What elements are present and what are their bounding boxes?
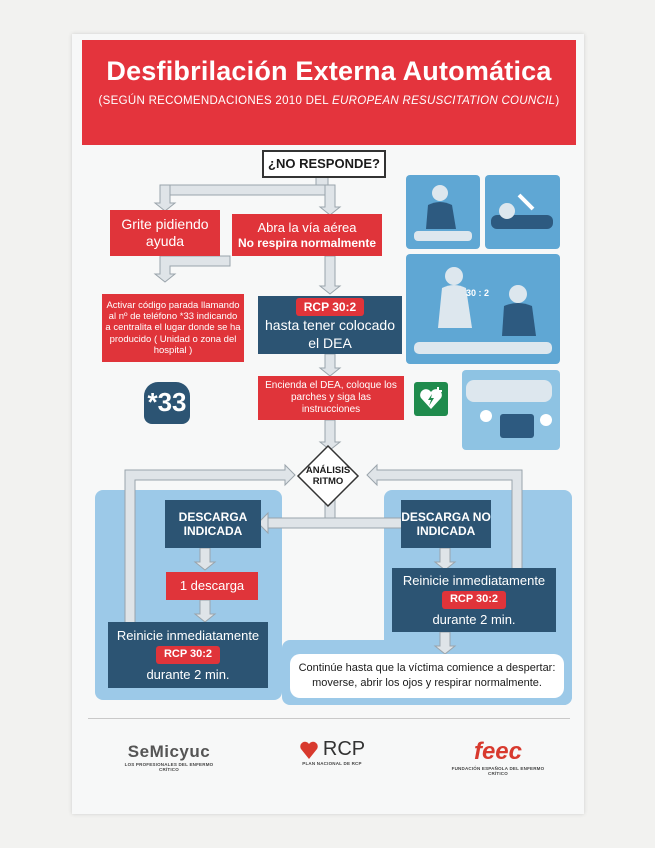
- heart-logo-icon: [299, 739, 319, 761]
- feec-name: feec: [448, 738, 548, 766]
- continue-line1: Continúe hasta que la víctima comience a…: [299, 662, 556, 675]
- reinicie-left-label: Reinicie inmediatamente: [117, 628, 259, 644]
- arrow-abra-to-rcp: [320, 256, 340, 294]
- durante-right: durante 2 min.: [432, 612, 515, 628]
- arrow-1-to-reinicie: [195, 600, 215, 622]
- durante-left: durante 2 min.: [146, 667, 229, 683]
- no-responde-box: ¿NO RESPONDE?: [262, 150, 386, 178]
- semicyuc-tagline: LOS PROFESIONALES DEL ENFERMO CRÍTICO: [114, 762, 224, 772]
- illustration-check-response: [406, 175, 480, 249]
- arrow-reinicie-to-continue: [435, 632, 455, 654]
- reinicie-right-label: Reinicie inmediatamente: [403, 573, 545, 589]
- aed-device-illustration-icon: [462, 370, 560, 450]
- cpr-illustration-icon: [406, 254, 560, 364]
- aed-icon: [414, 382, 448, 416]
- airway-illustration-icon: [485, 175, 560, 249]
- phone-badge: *33: [144, 382, 190, 424]
- arrow-to-descarga-left: [268, 518, 403, 528]
- illustration-airway: [485, 175, 560, 249]
- arrow-descarga-no-to-reinicie: [435, 548, 455, 570]
- rcp-pill: RCP 30:2: [296, 298, 364, 316]
- rcp-line1: hasta tener colocado: [265, 317, 395, 334]
- arrow-descarga-to-1: [195, 548, 215, 570]
- reinicie-left-box: Reinicie inmediatamente RCP 30:2 durante…: [108, 622, 268, 688]
- rescuer-illustration-icon: [406, 175, 480, 249]
- arrow-rcp-to-encienda: [320, 354, 340, 376]
- grite-box: Grite pidiendo ayuda: [110, 210, 220, 256]
- arrow-branch-horizontal: [160, 185, 335, 195]
- analisis-diamond: ANÁLISIS RITMO: [296, 444, 360, 508]
- ratio-label: 30 : 2: [466, 288, 489, 298]
- descarga-indicada-box: DESCARGA INDICADA: [165, 500, 261, 548]
- descarga-no-indicada-box: DESCARGA NO INDICADA: [401, 500, 491, 548]
- rcp-logo: RCP PLAN NACIONAL DE RCP: [284, 738, 380, 766]
- arrow-abra-to-activar: [155, 256, 230, 282]
- abra-line2: No respira normalmente: [238, 236, 376, 250]
- reinicie-right-box: Reinicie inmediatamente RCP 30:2 durante…: [392, 568, 556, 632]
- feec-tagline: FUNDACIÓN ESPAÑOLA DEL ENFERMO CRÍTICO: [448, 766, 548, 776]
- rcp-line2: el DEA: [308, 335, 352, 352]
- semicyuc-name: SeMicyuc: [114, 742, 224, 762]
- encienda-box: Encienda el DEA, coloque los parches y s…: [258, 376, 404, 420]
- una-descarga-box: 1 descarga: [166, 572, 258, 600]
- rcp-left-pill: RCP 30:2: [156, 646, 220, 663]
- abra-line1: Abra la vía aérea: [257, 220, 356, 236]
- illustration-aed: [462, 370, 560, 450]
- abra-box: Abra la vía aérea No respira normalmente: [232, 214, 382, 256]
- analisis-label: ANÁLISIS RITMO: [304, 458, 352, 494]
- footer-divider: [88, 718, 570, 719]
- continue-box: Continúe hasta que la víctima comience a…: [290, 654, 564, 698]
- rcp-box: RCP 30:2 hasta tener colocado el DEA: [258, 296, 402, 354]
- semicyuc-logo: SeMicyuc LOS PROFESIONALES DEL ENFERMO C…: [114, 742, 224, 772]
- rcp-right-pill: RCP 30:2: [442, 591, 506, 608]
- feec-logo: feec FUNDACIÓN ESPAÑOLA DEL ENFERMO CRÍT…: [448, 738, 548, 776]
- rcp-tagline: PLAN NACIONAL DE RCP: [284, 761, 380, 766]
- rcp-name: RCP: [323, 738, 365, 761]
- illustration-cpr: 30 : 2: [406, 254, 560, 364]
- continue-line2: moverse, abrir los ojos y respirar norma…: [312, 677, 542, 690]
- activar-box: Activar código parada llamando al nº de …: [102, 294, 244, 362]
